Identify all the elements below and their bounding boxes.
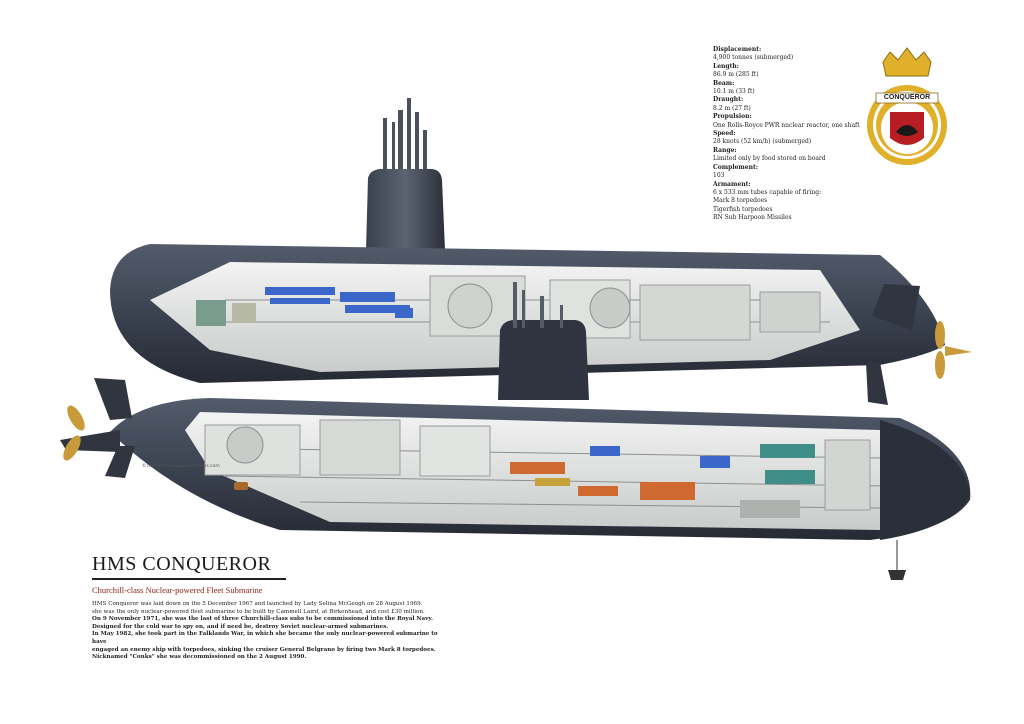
upper-propeller bbox=[935, 321, 972, 379]
upper-tail-fin bbox=[872, 284, 920, 330]
crest-crown-icon bbox=[882, 47, 932, 77]
description-line: engaged an enemy ship with torpedoes, si… bbox=[92, 646, 436, 653]
crest-name: CONQUEROR bbox=[883, 94, 931, 101]
lower-tail-fin-upper bbox=[94, 378, 132, 420]
page-subtitle: Churchill-class Nuclear-powered Fleet Su… bbox=[92, 585, 263, 595]
spec-label-propulsion: Propulsion: bbox=[713, 113, 752, 121]
spec-label-speed: Speed: bbox=[713, 130, 736, 138]
description-line: HMS Conqueror was laid down on the 5 Dec… bbox=[92, 601, 423, 607]
upper-sail bbox=[366, 169, 445, 250]
lower-sail bbox=[498, 320, 589, 400]
spec-label-armament: Armament: bbox=[713, 180, 751, 188]
spec-label-beam: Beam: bbox=[713, 79, 735, 87]
spec-label-range: Range: bbox=[713, 146, 737, 154]
page-title: HMS CONQUEROR bbox=[92, 553, 272, 575]
spec-value-armament-1: 6 x 533 mm tubes capable of firing: bbox=[713, 188, 822, 196]
upper-submarine bbox=[110, 98, 972, 405]
spec-value-armament-4: RN Sub Harpoon Missiles bbox=[713, 214, 792, 222]
copyright-notice: ©Tim Watts www.illustrations.com bbox=[142, 464, 220, 469]
spec-value-complement: 103 bbox=[713, 172, 725, 180]
lower-sail-masts bbox=[513, 282, 563, 328]
spec-label-displacement: Displacement: bbox=[713, 46, 762, 53]
spec-label-length: Length: bbox=[713, 62, 739, 70]
upper-interior-equipment bbox=[196, 275, 821, 341]
description-line: In May 1982, she took part in the Falkla… bbox=[92, 631, 438, 645]
spec-value-displacement: 4,900 tonnes (submerged) bbox=[713, 54, 794, 62]
lower-submarine bbox=[60, 282, 971, 580]
spec-label-complement: Complement: bbox=[713, 163, 758, 171]
lower-interior-equipment bbox=[204, 419, 871, 518]
upper-rudder bbox=[866, 362, 888, 405]
description-line: On 9 November 1971, she was the last of … bbox=[92, 616, 433, 623]
spec-value-propulsion: One Rolls-Royce PWR nuclear reactor, one… bbox=[713, 121, 860, 129]
title-divider bbox=[92, 578, 286, 580]
lower-propeller bbox=[63, 405, 85, 461]
spec-value-draught: 8.2 m (27 ft) bbox=[713, 104, 751, 112]
spec-value-armament-2: Mark 8 torpedoes bbox=[713, 197, 768, 205]
history-description: HMS Conqueror was laid down on the 5 Dec… bbox=[92, 601, 452, 662]
spec-value-speed: 28 knots (52 km/h) (submerged) bbox=[713, 138, 812, 146]
specifications-panel: Displacement: 4,900 tonnes (submerged) L… bbox=[713, 46, 873, 223]
upper-periscope-masts bbox=[383, 98, 427, 174]
ship-crest-badge bbox=[867, 47, 947, 165]
spec-value-range: Limited only by food stored on board bbox=[713, 155, 826, 163]
anchor-icon bbox=[888, 570, 906, 580]
spec-value-length: 86.9 m (285 ft) bbox=[713, 71, 759, 79]
lower-tail-fin-lower bbox=[105, 446, 135, 478]
spec-label-draught: Draught: bbox=[713, 96, 744, 104]
description-line: Designed for the cold war to spy on, and… bbox=[92, 623, 389, 630]
description-line: she was the only nuclear-powered fleet s… bbox=[92, 608, 425, 615]
spec-value-beam: 10.1 m (33 ft) bbox=[713, 88, 755, 96]
description-line: Nicknamed "Conks" she was decommissioned… bbox=[92, 654, 307, 661]
spec-value-armament-3: Tigerfish torpedoes bbox=[713, 205, 773, 213]
